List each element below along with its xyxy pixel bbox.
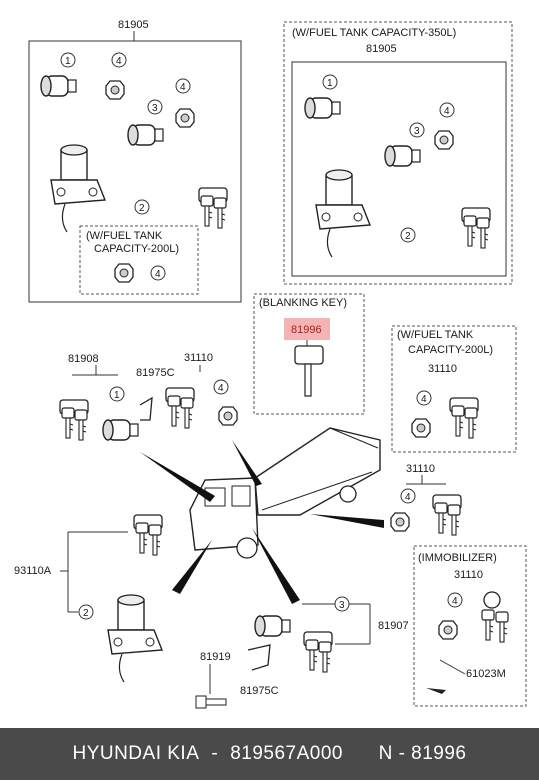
group-box-top-left <box>28 40 242 303</box>
key-set <box>462 208 490 248</box>
footer-spacer <box>355 743 367 765</box>
svg-text:4: 4 <box>116 56 122 67</box>
group-box-200l-right <box>391 325 517 453</box>
lock-cylinder <box>102 419 139 441</box>
ignition-switch <box>315 169 371 258</box>
svg-text:31110: 31110 <box>406 463 435 475</box>
footer: HYUNDAI KIA - 819567A000 N - 81996 <box>0 728 539 780</box>
svg-text:4: 4 <box>452 596 458 607</box>
svg-text:1: 1 <box>65 56 71 67</box>
svg-text:(W/FUEL TANK CAPACITY-350L): (W/FUEL TANK CAPACITY-350L) <box>292 27 456 39</box>
svg-text:31110: 31110 <box>428 363 457 375</box>
group-box-immobilizer <box>413 545 527 707</box>
retainer-clip <box>139 396 153 421</box>
svg-text:(W/FUEL TANK: (W/FUEL TANK <box>86 230 163 242</box>
nut-part <box>390 512 410 532</box>
svg-text:4: 4 <box>155 269 161 280</box>
group-box-blanking-key <box>253 293 365 415</box>
svg-text:4: 4 <box>405 492 411 503</box>
svg-text:61023M: 61023M <box>466 668 506 680</box>
blanking-key <box>294 345 324 397</box>
svg-text:(BLANKING KEY): (BLANKING KEY) <box>259 297 347 309</box>
lock-cylinder <box>254 615 291 637</box>
retainer-clip <box>247 644 271 671</box>
svg-text:81975C: 81975C <box>240 685 279 697</box>
svg-text:81907: 81907 <box>378 620 409 632</box>
svg-text:3: 3 <box>414 126 420 137</box>
svg-text:CAPACITY-200L): CAPACITY-200L) <box>94 243 179 255</box>
immobilizer-keys <box>481 591 509 643</box>
ignition-switch <box>50 144 106 233</box>
svg-text:4: 4 <box>444 106 450 117</box>
bolt <box>195 695 227 709</box>
antenna-coil <box>426 688 446 694</box>
svg-text:4: 4 <box>421 394 427 405</box>
svg-text:1: 1 <box>114 390 120 401</box>
svg-text:4: 4 <box>218 383 224 394</box>
key-set <box>450 398 478 438</box>
svg-text:31110: 31110 <box>184 352 213 364</box>
svg-text:81919: 81919 <box>200 651 231 663</box>
svg-text:3: 3 <box>152 103 158 114</box>
key-set <box>166 388 194 428</box>
nut-part <box>411 418 431 438</box>
part-label-81996: 81996 <box>291 324 322 336</box>
footer-catalog-ref: N - 81996 <box>378 743 467 764</box>
svg-text:3: 3 <box>339 600 345 611</box>
svg-text:2: 2 <box>83 608 89 619</box>
svg-text:(IMMOBILIZER): (IMMOBILIZER) <box>418 552 497 564</box>
footer-brand: HYUNDAI KIA <box>72 743 200 764</box>
svg-text:4: 4 <box>180 82 186 93</box>
group-box-200l-inner <box>79 225 199 295</box>
nut-part <box>438 620 458 640</box>
nut-part <box>114 263 134 283</box>
highlight-81996 <box>284 318 330 340</box>
footer-part-number: 819567A000 <box>230 743 343 764</box>
lock-cylinder <box>40 75 77 97</box>
door-lock-cylinder <box>384 145 421 167</box>
footer-separator: - <box>211 743 219 764</box>
lock-cylinder <box>304 97 341 119</box>
nut-part <box>434 130 454 150</box>
key-set <box>199 188 227 228</box>
svg-text:81975C: 81975C <box>136 367 175 379</box>
svg-text:81905: 81905 <box>366 43 397 55</box>
part-label-81905-left: 81905 <box>118 19 149 31</box>
svg-text:31110: 31110 <box>454 569 483 581</box>
svg-text:93110A: 93110A <box>14 565 52 577</box>
nut-part <box>175 108 195 128</box>
key-set <box>304 632 332 672</box>
nut-part <box>105 80 125 100</box>
key-set <box>60 400 88 440</box>
truck-illustration <box>189 427 381 559</box>
footer-bar <box>0 728 539 780</box>
svg-text:2: 2 <box>405 231 411 242</box>
nut-part <box>218 406 238 426</box>
svg-text:2: 2 <box>139 203 145 214</box>
group-box-350l-inner <box>291 61 507 277</box>
svg-text:CAPACITY-200L): CAPACITY-200L) <box>408 344 493 356</box>
svg-text:1: 1 <box>327 78 333 89</box>
svg-text:(W/FUEL TANK: (W/FUEL TANK <box>397 329 474 341</box>
door-lock-cylinder <box>127 124 164 146</box>
key-set <box>433 495 461 535</box>
ignition-switch <box>107 594 163 683</box>
key-set <box>134 515 162 555</box>
svg-text:81908: 81908 <box>68 353 99 365</box>
